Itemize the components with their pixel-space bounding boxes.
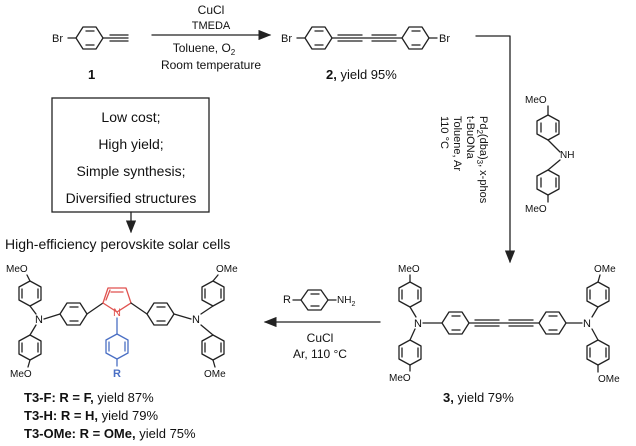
bromo-label: Br	[52, 33, 63, 45]
reaction-2-conditions: Pd2(dba)3, x-phos t-BuONa Toluene, Ar 11…	[438, 116, 489, 204]
application-title: High-efficiency perovskite solar cells	[5, 236, 230, 252]
c3-ome-bl: MeO	[389, 373, 411, 384]
compound-3: MeO N MeO N	[389, 264, 620, 405]
advantage-high-yield: High yield;	[98, 136, 163, 152]
reagent-cucl: CuCl	[198, 3, 225, 17]
advantage-low-cost: Low cost;	[101, 109, 160, 125]
catalyst-text: Pd2(dba)3, x-phos	[475, 116, 489, 204]
product-t3-f: T3-F: R = F, yield 87%	[24, 390, 154, 405]
p-ome-tl: MeO	[6, 264, 28, 275]
c3-ome-tl: MeO	[398, 264, 420, 275]
advantage-simple-synthesis: Simple synthesis;	[77, 163, 186, 179]
p-ome-bl: MeO	[10, 369, 32, 380]
advantage-diversified: Diversified structures	[66, 190, 197, 206]
product-t3-ome: T3-OMe: R = OMe, yield 75%	[24, 426, 196, 441]
p-ome-tr: OMe	[216, 264, 238, 275]
reaction-2: Pd2(dba)3, x-phos t-BuONa Toluene, Ar 11…	[438, 35, 574, 264]
reagent-r-label: R	[283, 294, 291, 306]
c3-n-left: N	[414, 318, 422, 330]
p-n-right: N	[192, 314, 200, 326]
bis-methoxyphenyl-amine: MeO NH MeO	[525, 95, 574, 215]
p-n-left: N	[35, 314, 43, 326]
c3-n-right: N	[583, 318, 591, 330]
p-r-substituent: R	[113, 368, 121, 380]
reaction-1: CuCl TMEDA Toluene, O2 Room temperature	[151, 3, 272, 72]
reaction-3: R NH2 CuCl Ar, 110 °C	[263, 289, 381, 361]
nh-label: NH	[560, 150, 574, 161]
product-t3-structure: MeO N MeO N R N	[6, 264, 238, 380]
product-t3-h: T3-H: R = H, yield 79%	[24, 408, 158, 423]
reagent-tmeda: TMEDA	[192, 20, 231, 32]
compound-2-label: 2, yield 95%	[326, 67, 397, 82]
p-n-pyrrole: N	[113, 307, 121, 319]
reagent-cucl-2: CuCl	[307, 331, 334, 345]
compound-2: Br Br 2, yield 95%	[281, 26, 450, 82]
solvent-text: Toluene, Ar	[451, 116, 463, 171]
condition-ar-temp: Ar, 110 °C	[293, 347, 347, 361]
base-text: t-BuONa	[464, 116, 476, 160]
ome-top-label: MeO	[525, 95, 547, 106]
product-list: T3-F: R = F, yield 87% T3-H: R = H, yiel…	[24, 390, 196, 441]
temperature-text: 110 °C	[438, 116, 450, 149]
compound-1: Br 1	[52, 26, 129, 82]
condition-solvent: Toluene, O2	[173, 41, 236, 57]
advantages-box: Low cost; High yield; Simple synthesis; …	[51, 97, 210, 234]
compound-1-label: 1	[88, 67, 95, 82]
c3-ome-tr: OMe	[594, 264, 616, 275]
reagent-nh2-label: NH2	[337, 295, 355, 308]
c3-ome-br: OMe	[598, 374, 620, 385]
condition-temperature: Room temperature	[161, 58, 261, 72]
ome-bottom-label: MeO	[525, 204, 547, 215]
compound-3-label: 3, yield 79%	[443, 390, 514, 405]
p-ome-br: OMe	[204, 369, 226, 380]
bromo-right-label: Br	[439, 33, 450, 45]
bromo-left-label: Br	[281, 33, 292, 45]
